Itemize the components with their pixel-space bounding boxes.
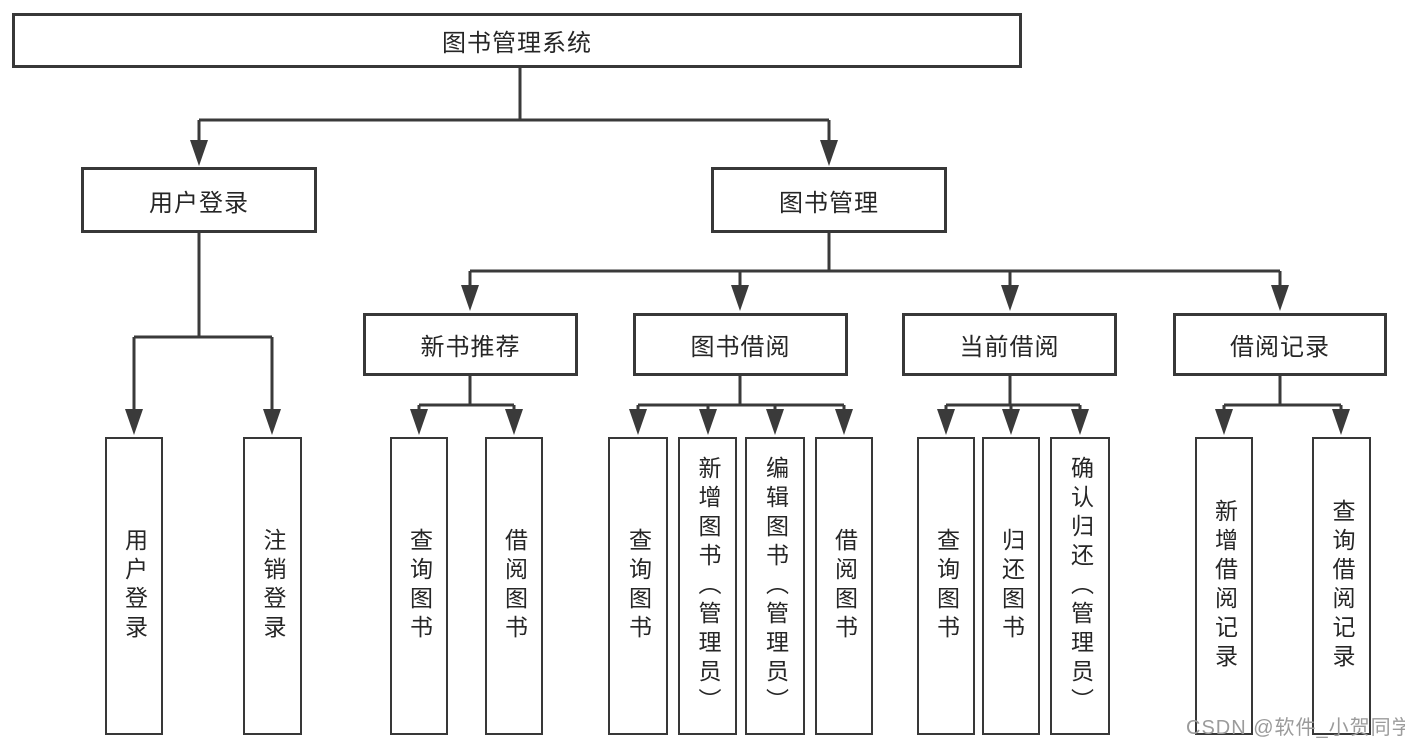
node-borrow-books-leaf: 借阅图书 xyxy=(815,437,873,735)
arrow-down-icon xyxy=(731,285,749,311)
node-logout-leaf: 注销登录 xyxy=(243,437,302,735)
node-borrow-books-recommend: 借阅图书 xyxy=(485,437,543,735)
node-label: 确认归还（管理员） xyxy=(1067,455,1094,717)
node-label: 图书借阅 xyxy=(690,334,791,361)
node-add-book-admin: 新增图书（管理员） xyxy=(678,437,737,735)
arrow-down-icon xyxy=(410,409,428,435)
node-label: 新书推荐 xyxy=(420,334,521,361)
connector-book-borrow-to-children xyxy=(636,376,846,415)
node-label: 查询图书 xyxy=(625,528,652,644)
arrow-down-icon xyxy=(1215,409,1233,435)
arrow-down-icon xyxy=(699,409,717,435)
arrow-down-icon xyxy=(766,409,784,435)
node-label: 编辑图书（管理员） xyxy=(762,455,789,717)
node-label: 查询图书 xyxy=(406,528,433,644)
arrow-down-icon xyxy=(937,409,955,435)
node-current-borrow: 当前借阅 xyxy=(902,313,1117,376)
watermark: CSDN @软件_小贺同学 xyxy=(1186,717,1405,739)
arrow-down-icon xyxy=(629,409,647,435)
node-confirm-return-admin: 确认归还（管理员） xyxy=(1050,437,1110,735)
arrow-down-icon xyxy=(263,409,281,435)
node-query-books-recommend: 查询图书 xyxy=(390,437,448,735)
node-label: 归还图书 xyxy=(998,528,1025,644)
node-book-management: 图书管理 xyxy=(711,167,947,233)
node-root: 图书管理系统 xyxy=(12,13,1022,68)
arrow-down-icon xyxy=(1002,409,1020,435)
arrow-down-icon xyxy=(835,409,853,435)
node-label: 借阅图书 xyxy=(831,528,858,644)
node-label: 新增图书（管理员） xyxy=(695,455,721,717)
node-label: 当前借阅 xyxy=(959,334,1060,361)
node-borrow-records: 借阅记录 xyxy=(1173,313,1387,376)
arrow-down-icon xyxy=(190,140,208,166)
node-return-book: 归还图书 xyxy=(982,437,1040,735)
arrow-down-icon xyxy=(1271,285,1289,311)
connector-root-to-level1 xyxy=(197,68,831,146)
node-label: 借阅图书 xyxy=(501,528,528,644)
node-query-books-current: 查询图书 xyxy=(917,437,975,735)
node-new-book-recommend: 新书推荐 xyxy=(363,313,578,376)
node-user-login-leaf: 用户登录 xyxy=(105,437,163,735)
node-add-borrow-record: 新增借阅记录 xyxy=(1195,437,1253,735)
node-user-login: 用户登录 xyxy=(81,167,317,233)
arrow-down-icon xyxy=(1071,409,1089,435)
arrow-down-icon xyxy=(1001,285,1019,311)
node-label: 用户登录 xyxy=(149,189,249,217)
connector-book-management-to-level2 xyxy=(468,233,1282,291)
arrow-down-icon xyxy=(461,285,479,311)
connector-user-login-to-children xyxy=(132,233,274,415)
arrow-down-icon xyxy=(820,140,838,166)
connector-borrow-records-to-children xyxy=(1222,376,1343,415)
node-book-borrow: 图书借阅 xyxy=(633,313,848,376)
node-label: 用户登录 xyxy=(121,528,148,644)
node-label: 查询图书 xyxy=(933,528,960,644)
node-query-books-borrow: 查询图书 xyxy=(608,437,668,735)
node-label: 新增借阅记录 xyxy=(1211,499,1238,673)
node-edit-book-admin: 编辑图书（管理员） xyxy=(745,437,805,735)
node-label: 注销登录 xyxy=(260,528,286,644)
connector-new-book-recommend-to-children xyxy=(417,376,516,415)
node-query-borrow-record: 查询借阅记录 xyxy=(1312,437,1371,735)
node-label: 借阅记录 xyxy=(1230,334,1330,361)
node-label: 图书管理系统 xyxy=(442,30,592,57)
arrow-down-icon xyxy=(125,409,143,435)
node-label: 查询借阅记录 xyxy=(1329,499,1355,673)
arrow-down-icon xyxy=(1332,409,1350,435)
arrow-down-icon xyxy=(505,409,523,435)
node-label: 图书管理 xyxy=(779,189,879,217)
